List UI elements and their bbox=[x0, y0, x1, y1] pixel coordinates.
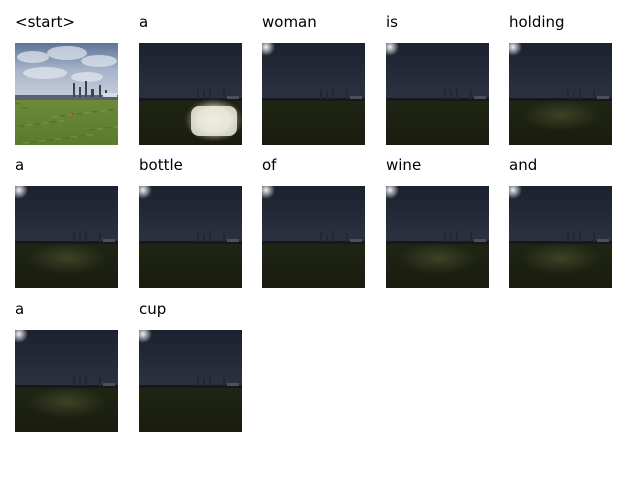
attention-map bbox=[262, 43, 365, 145]
attention-map bbox=[386, 186, 489, 288]
attention-map bbox=[139, 43, 242, 145]
caption-word: a bbox=[139, 13, 149, 31]
caption-word: cup bbox=[139, 300, 167, 318]
caption-word: a bbox=[15, 156, 25, 174]
attention-map bbox=[509, 186, 612, 288]
attention-map bbox=[509, 43, 612, 145]
caption-word: is bbox=[386, 13, 398, 31]
caption-word: bottle bbox=[139, 156, 183, 174]
caption-word: wine bbox=[386, 156, 422, 174]
original-image bbox=[15, 43, 118, 145]
attention-map bbox=[139, 330, 242, 432]
caption-word: and bbox=[509, 156, 538, 174]
caption-word: a bbox=[15, 300, 25, 318]
caption-word: <start> bbox=[15, 13, 76, 31]
attention-map bbox=[15, 186, 118, 288]
caption-word: woman bbox=[262, 13, 317, 31]
caption-word: holding bbox=[509, 13, 565, 31]
attention-map bbox=[139, 186, 242, 288]
attention-map bbox=[15, 330, 118, 432]
caption-word: of bbox=[262, 156, 277, 174]
attention-map bbox=[262, 186, 365, 288]
attention-map bbox=[386, 43, 489, 145]
